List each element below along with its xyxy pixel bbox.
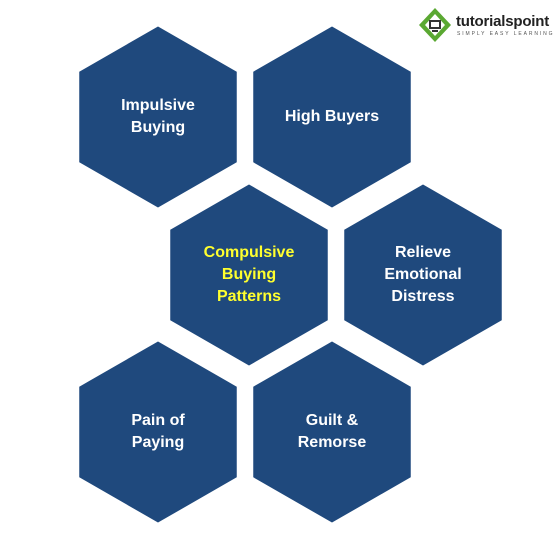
- hexagon-high-buyers: High Buyers: [249, 23, 415, 211]
- hexagon-label: Relieve Emotional Distress: [384, 244, 462, 305]
- hexagon-impulsive-buying: Impulsive Buying: [75, 23, 241, 211]
- hexagon-guilt-and-remorse: Guilt & Remorse: [249, 338, 415, 526]
- logo-tagline: SIMPLY EASY LEARNING: [457, 31, 555, 37]
- hexagon-label: Guilt & Remorse: [297, 412, 367, 451]
- hexagon-compulsive-buying-patterns: Compulsive Buying Patterns: [166, 181, 332, 369]
- hexagon-label: Compulsive Buying Patterns: [203, 244, 295, 305]
- hexagon-shape: [341, 181, 505, 369]
- logo-brand-text: tutorialspoint: [456, 13, 550, 30]
- hexagon-label: Impulsive Buying: [121, 97, 195, 136]
- hexagon-label: Pain of Paying: [131, 412, 185, 451]
- tutorialspoint-logo: tutorialspoint SIMPLY EASY LEARNING: [416, 6, 556, 46]
- hexagon-relieve-emotional-distress: Relieve Emotional Distress: [340, 181, 506, 369]
- hexagon-shape: [250, 23, 414, 211]
- hexagon-pain-of-paying: Pain of Paying: [75, 338, 241, 526]
- hexagon-label: High Buyers: [284, 108, 380, 125]
- hexagon-shape: [76, 338, 240, 526]
- hexagon-shape: [76, 23, 240, 211]
- tutorialspoint-logo-icon: [419, 8, 451, 42]
- hexagon-shape: [250, 338, 414, 526]
- hexagon-shape: [167, 181, 331, 369]
